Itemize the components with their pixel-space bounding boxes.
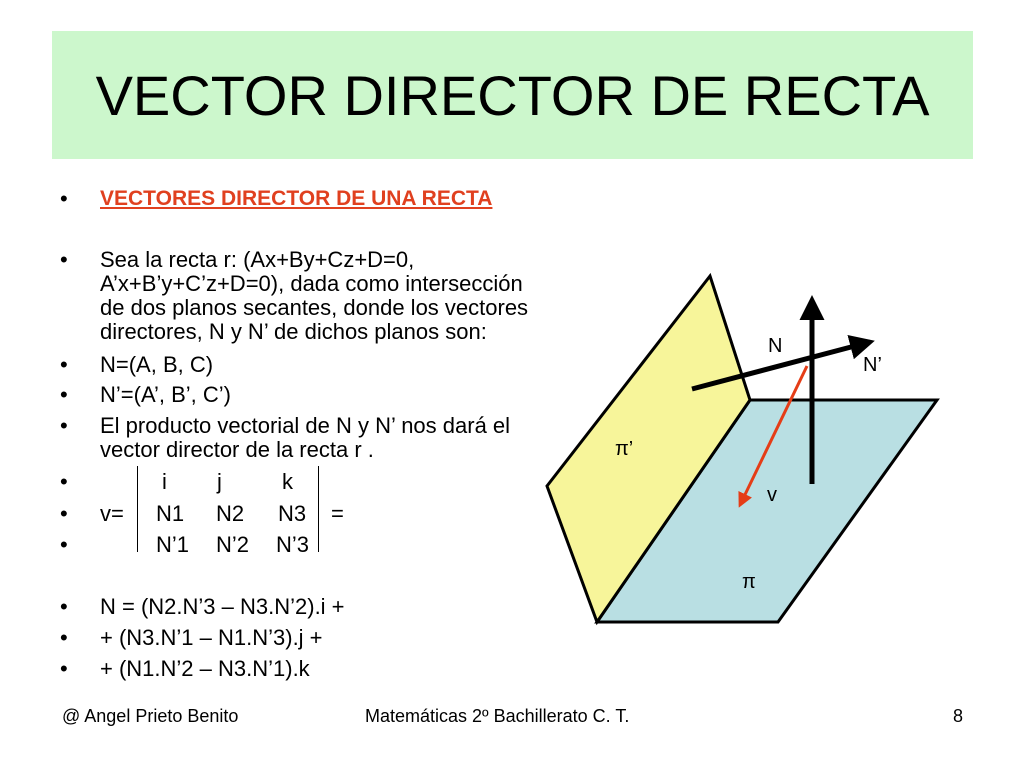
bullet-dot: • [60,594,68,619]
bullet-dot: • [60,469,68,494]
section-heading: VECTORES DIRECTOR DE UNA RECTA [100,187,493,210]
matrix-cell-n3-prime: N’3 [276,532,310,557]
vector-n: N=(A, B, C) [100,352,214,377]
matrix-cell-n2: N2 [216,501,245,526]
formula-line-1: N = (N2.N’3 – N3.N’2).i + [100,594,345,619]
label-n-prime: N’ [863,354,882,376]
producto-line-2: vector director de la recta r . [100,437,374,462]
bullet-dot: • [60,186,68,211]
paragraph-line-1: Sea la recta r: (Ax+By+Cz+D=0, [100,247,415,272]
label-v: v [767,484,777,506]
matrix-cell-j: j [217,469,222,494]
paragraph-line-4: directores, N y N’ de dichos planos son: [100,319,487,344]
matrix-cell-n1: N1 [156,501,185,526]
bullet-dot: • [60,532,68,557]
plane-pi-prime [545,272,752,626]
paragraph-line-3: de dos planos secantes, donde los vector… [100,295,529,320]
bullet-dot: • [60,352,68,377]
bullet-dot: • [60,625,68,650]
normal-n-prime-arrow [691,335,875,392]
matrix-cell-k: k [282,469,293,494]
matrix-cell-n1-prime: N’1 [156,532,190,557]
formula-line-2: + (N3.N’1 – N1.N’3).j + [100,625,323,650]
matrix-right-bar [318,466,319,552]
matrix-label: v= [100,501,124,526]
bullet-dot: • [60,247,68,272]
label-n: N [768,335,782,357]
footer-author: @ Angel Prieto Benito [62,706,239,726]
slide-title: VECTOR DIRECTOR DE RECTA [95,63,930,127]
paragraph-line-2: A’x+B’y+C’z+D=0), dada como intersección [100,271,523,296]
label-pi: π [742,571,756,593]
producto-line-1: El producto vectorial de N y N’ nos dará… [100,413,511,438]
bullet-dot: • [60,501,68,526]
formula-line-3: + (N1.N’2 – N3.N’1).k [100,656,310,681]
bullet-dot: • [60,382,68,407]
matrix-cell-n3: N3 [278,501,307,526]
title-banner: VECTOR DIRECTOR DE RECTA [52,31,973,159]
footer-page-number: 8 [953,706,964,726]
matrix-cell-n2-prime: N’2 [216,532,250,557]
bullet-dot: • [60,656,68,681]
matrix-left-bar [137,466,138,552]
matrix-equals: = [331,501,344,526]
bullet-dot: • [60,413,68,438]
matrix-cell-i: i [162,469,167,494]
footer-course: Matemáticas 2º Bachillerato C. T. [365,706,630,726]
vector-v-arrow [738,365,809,508]
vector-n-prime: N’=(A’, B’, C’) [100,382,231,407]
label-pi-prime: π’ [615,438,633,460]
